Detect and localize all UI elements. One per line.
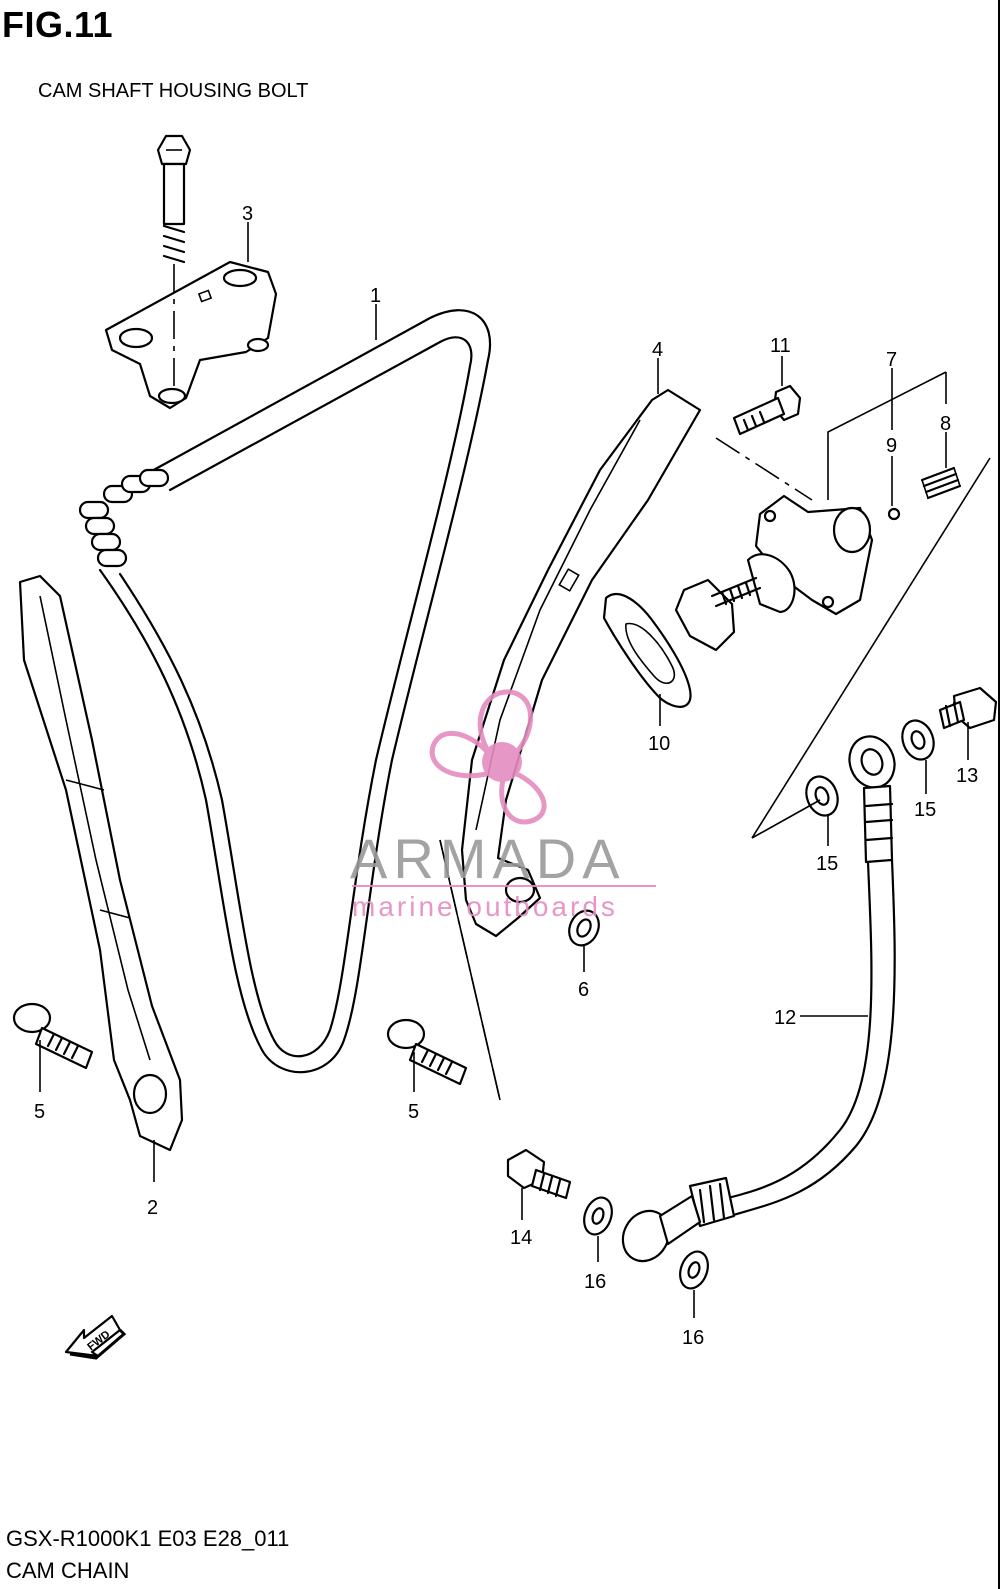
tensioner-bolt-part-11[interactable]	[732, 384, 802, 436]
callout-leaders	[39, 222, 969, 1318]
callout-10[interactable]: 10	[648, 733, 670, 755]
callout-14[interactable]: 14	[510, 1227, 532, 1249]
callout-16-upper[interactable]: 16	[584, 1271, 606, 1293]
washer-part-16-upper[interactable]	[579, 1194, 616, 1239]
callout-16-lower[interactable]: 16	[682, 1327, 704, 1349]
figure-title: FIG.11	[2, 4, 114, 45]
washer-part-15-upper[interactable]	[897, 716, 939, 764]
guide-bolt-part-5-right[interactable]	[386, 1018, 468, 1086]
cam-shaft-housing-bolt[interactable]	[156, 134, 192, 264]
cam-chain-guide-part-2[interactable]	[18, 574, 184, 1152]
callout-numbers: 1 2 3 4 5 5 6 7 8 9 10 11 12 13 14 15 15…	[34, 203, 978, 1349]
armada-watermark: ARMADA marine outboards	[350, 689, 656, 922]
callout-11[interactable]: 11	[770, 335, 791, 357]
callout-13[interactable]: 13	[956, 765, 978, 787]
tensioner-gasket-part-10[interactable]	[602, 593, 692, 708]
callout-4[interactable]: 4	[652, 339, 663, 361]
check-ball-part-9[interactable]	[887, 507, 901, 521]
washer-part-16-lower[interactable]	[675, 1248, 712, 1293]
oil-hose-part-12[interactable]	[614, 730, 902, 1269]
cam-chain-tensioner-assembly[interactable]	[674, 494, 874, 652]
chain-link-segment	[78, 468, 170, 568]
callout-3[interactable]: 3	[242, 203, 253, 225]
cam-chain-tension-guide-part-4[interactable]	[460, 388, 702, 938]
callout-15-upper[interactable]: 15	[914, 799, 936, 821]
tensioner-spring-part-8[interactable]	[920, 466, 962, 500]
oil-hose-bolt-part-14[interactable]	[506, 1148, 572, 1200]
guide-bolt-part-5-left[interactable]	[12, 1002, 94, 1070]
propeller-logo-icon	[429, 689, 547, 825]
diagram-name: CAM CHAIN	[6, 1558, 130, 1583]
callout-5-right[interactable]: 5	[408, 1101, 419, 1123]
callout-1[interactable]: 1	[370, 285, 381, 307]
washer-part-15-lower[interactable]	[801, 772, 843, 820]
washer-part-6[interactable]	[564, 906, 605, 950]
assembly-reference-lines	[439, 437, 991, 1101]
callout-8[interactable]: 8	[940, 413, 951, 435]
callout-6[interactable]: 6	[578, 979, 589, 1001]
cam-chain-part-1[interactable]	[78, 309, 492, 1074]
fwd-arrow-icon: FWD	[64, 1314, 127, 1360]
cam-shaft-housing-bolt-label: CAM SHAFT HOUSING BOLT	[38, 80, 309, 102]
model-code: GSX-R1000K1 E03 E28_011	[6, 1526, 290, 1551]
cam-shaft-holder-part-3[interactable]	[104, 260, 278, 410]
callout-7[interactable]: 7	[886, 349, 897, 371]
callout-15-lower[interactable]: 15	[816, 853, 838, 875]
watermark-tagline: marine outboards	[352, 891, 618, 922]
watermark-brand: ARMADA	[350, 827, 626, 890]
frame-border	[998, 0, 1000, 1589]
callout-9[interactable]: 9	[886, 435, 897, 457]
callout-12[interactable]: 12	[774, 1007, 796, 1029]
union-bolt-part-13[interactable]	[938, 686, 998, 730]
callout-2[interactable]: 2	[147, 1197, 158, 1219]
callout-5-left[interactable]: 5	[34, 1101, 45, 1123]
